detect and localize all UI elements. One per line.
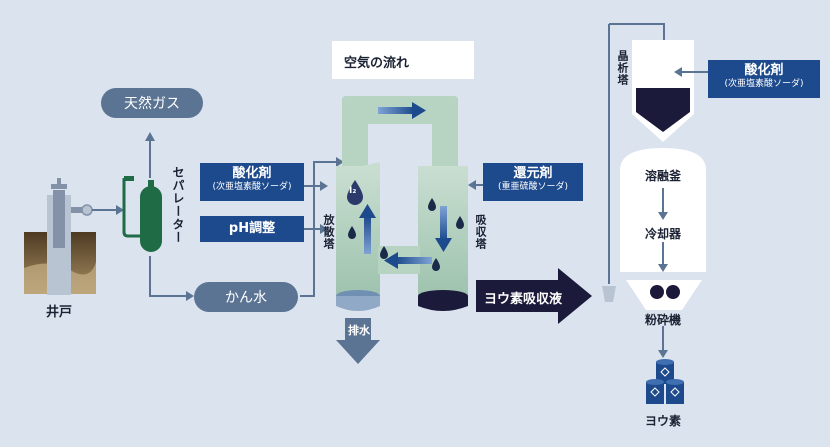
droplets [348, 198, 464, 271]
separator-to-brine-arrowhead [186, 291, 194, 301]
well-to-separator-arrowhead [116, 205, 124, 215]
brine-to-tower-arrowhead [336, 157, 344, 167]
stripping-up-arrow [359, 204, 376, 254]
stripping-tower-label: 放散塔 [322, 214, 335, 250]
separator-graphic [122, 176, 162, 252]
reducer-feed-arrowhead [468, 180, 476, 190]
separator-label: セパレーター [171, 166, 185, 244]
reducer-title: 還元剤 [513, 166, 553, 181]
ph-adjust-box: pH調整 [200, 216, 304, 242]
oxidizer-feed-arrowhead [320, 181, 328, 191]
oxidizer-left-sub: (次亜塩素酸ソーダ) [212, 182, 292, 193]
reducer-box: 還元剤 (重亜硫酸ソーダ) [483, 163, 583, 201]
cooler-label: 冷却器 [645, 227, 682, 241]
crystallization-tower-label: 晶析塔 [616, 50, 629, 86]
brine-to-tower-line [300, 161, 336, 297]
crusher-label: 粉砕機 [645, 313, 682, 327]
crusher-roller-right [666, 285, 680, 299]
absorbent-arrow [476, 268, 592, 324]
crusher-roller-left [650, 285, 664, 299]
crusher-to-iodine-arrowhead [658, 350, 668, 358]
drain-arrow [336, 318, 380, 364]
separator-to-gas-arrowhead [145, 132, 155, 141]
well-graphic [24, 178, 96, 295]
iodine-droplet-icon [347, 180, 363, 205]
melting-kettle-label: 溶融釜 [645, 169, 682, 183]
iodine-drums-icon [646, 359, 684, 404]
tower-assembly [336, 96, 468, 311]
drain-label: 排水 [348, 324, 370, 337]
well-label: 井戸 [46, 305, 73, 320]
natural-gas-node: 天然ガス [101, 88, 203, 118]
oxidizer-right-sub: (次亜塩素酸ソーダ) [724, 79, 804, 90]
absorbent-cup-icon [602, 286, 616, 302]
ph-adjust-label: pH調整 [228, 221, 276, 236]
oxidizer-right-box: 酸化剤 (次亜塩素酸ソーダ) [708, 60, 820, 98]
iodine-label: ヨウ素 [645, 414, 682, 428]
bottom-connector-arrow [384, 252, 432, 269]
cooler-to-crusher-arrowhead [658, 264, 668, 272]
iodine-absorbent-label: ヨウ素吸収液 [484, 292, 563, 307]
air-flow-legend-label: 空気の流れ [344, 56, 410, 71]
crusher-graphic [626, 280, 702, 310]
air-flow-legend [332, 41, 474, 79]
oxidizer-left-title: 酸化剤 [232, 166, 272, 181]
separator-to-brine-line [149, 256, 186, 297]
kettle-to-cooler-arrowhead [658, 212, 668, 220]
crystallization-tower-graphic [632, 40, 694, 142]
tower-top-arrow [378, 102, 426, 119]
absorption-down-arrow [435, 206, 452, 252]
oxidizer-right-title: 酸化剤 [744, 63, 784, 78]
iodine-symbol: I₂ [349, 186, 357, 196]
reducer-sub: (重亜硫酸ソーダ) [497, 182, 569, 193]
oxidizer-right-feed-arrowhead [674, 67, 682, 77]
ph-feed-arrowhead [320, 224, 328, 234]
brine-node: かん水 [194, 282, 298, 312]
oxidizer-left-box: 酸化剤 (次亜塩素酸ソーダ) [200, 163, 304, 201]
absorption-tower-label: 吸収塔 [474, 214, 487, 250]
